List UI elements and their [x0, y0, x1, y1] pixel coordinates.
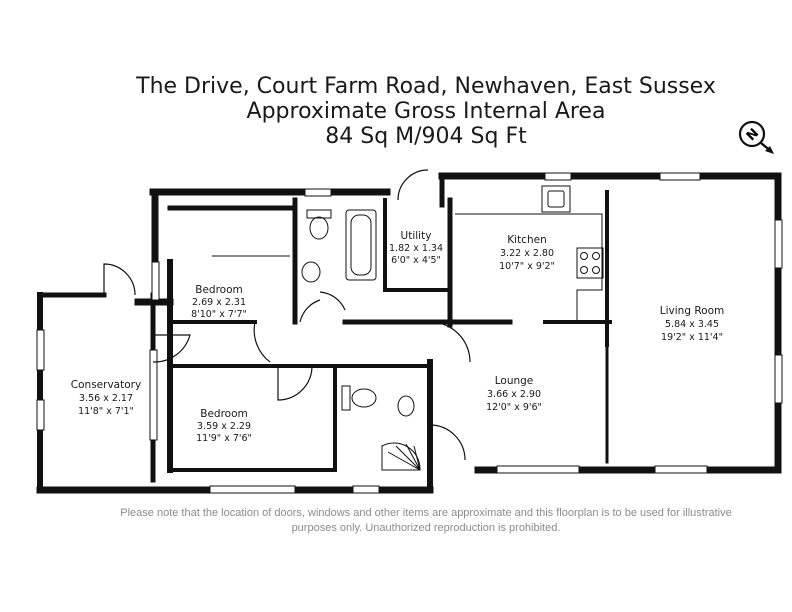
disclaimer-line-1: Please note that the location of doors, …: [120, 507, 732, 519]
svg-text:3.66 x 2.90: 3.66 x 2.90: [487, 389, 541, 400]
room-kitchen: Kitchen 3.22 x 2.80 10'7" x 9'2": [499, 234, 555, 272]
svg-text:Kitchen: Kitchen: [507, 234, 546, 246]
svg-text:12'0" x 9'6": 12'0" x 9'6": [486, 402, 542, 413]
svg-text:Bedroom: Bedroom: [195, 284, 243, 296]
disclaimer-line-2: purposes only. Unauthorized reproduction…: [291, 522, 561, 534]
svg-text:19'2" x 11'4": 19'2" x 11'4": [661, 332, 723, 343]
room-bedroom-2: Bedroom 3.59 x 2.29 11'9" x 7'6": [196, 408, 252, 444]
svg-text:10'7" x 9'2": 10'7" x 9'2": [499, 261, 555, 272]
svg-text:Conservatory: Conservatory: [71, 379, 141, 391]
svg-text:Bedroom: Bedroom: [200, 408, 248, 420]
svg-text:5.84 x 3.45: 5.84 x 3.45: [665, 319, 719, 330]
room-labels: Conservatory 3.56 x 2.17 11'8" x 7'1" Be…: [71, 230, 724, 444]
svg-text:8'10" x 7'7": 8'10" x 7'7": [191, 309, 247, 320]
svg-text:1.82 x 1.34: 1.82 x 1.34: [389, 243, 443, 254]
room-conservatory: Conservatory 3.56 x 2.17 11'8" x 7'1": [71, 379, 141, 417]
floorplan-fixtures: [212, 185, 604, 471]
room-bedroom-1: Bedroom 2.69 x 2.31 8'10" x 7'7": [191, 284, 247, 320]
north-compass-icon: N: [738, 120, 774, 154]
svg-text:Lounge: Lounge: [495, 375, 534, 387]
svg-text:Living Room: Living Room: [660, 305, 724, 317]
room-lounge: Lounge 3.66 x 2.90 12'0" x 9'6": [486, 375, 542, 413]
disclaimer: Please note that the location of doors, …: [80, 506, 772, 536]
svg-text:3.56 x 2.17: 3.56 x 2.17: [79, 393, 133, 404]
room-utility: Utility 1.82 x 1.34 6'0" x 4'5": [389, 230, 443, 266]
svg-text:11'8" x 7'1": 11'8" x 7'1": [78, 406, 134, 417]
floorplan-windows: [36, 172, 783, 494]
svg-text:6'0" x 4'5": 6'0" x 4'5": [391, 255, 441, 266]
svg-text:2.69 x 2.31: 2.69 x 2.31: [192, 297, 246, 308]
property-address: The Drive, Court Farm Road, Newhaven, Ea…: [136, 74, 716, 99]
area-value: 84 Sq M/904 Sq Ft: [325, 124, 527, 149]
floorplan-doors: [103, 169, 471, 461]
svg-text:11'9" x 7'6": 11'9" x 7'6": [196, 433, 252, 444]
floorplan-header: The Drive, Court Farm Road, Newhaven, Ea…: [0, 74, 792, 149]
area-caption: Approximate Gross Internal Area: [246, 99, 606, 124]
svg-text:Utility: Utility: [401, 230, 432, 242]
svg-text:3.59 x 2.29: 3.59 x 2.29: [197, 421, 251, 432]
room-living-room: Living Room 5.84 x 3.45 19'2" x 11'4": [660, 305, 724, 343]
svg-text:3.22 x 2.80: 3.22 x 2.80: [500, 248, 554, 259]
